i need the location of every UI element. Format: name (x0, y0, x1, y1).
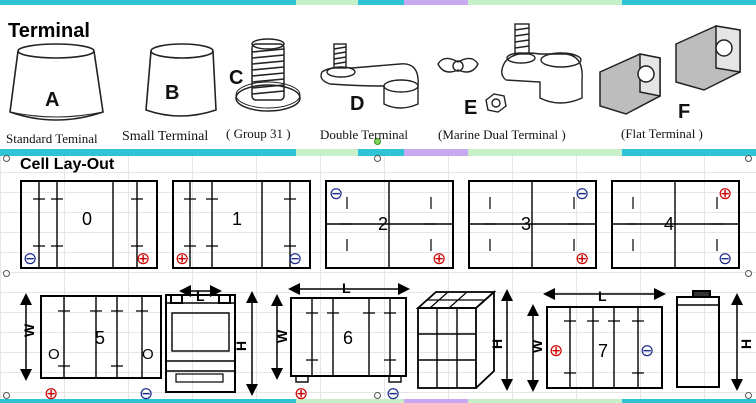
positive-terminal-icon: ⊕ (432, 249, 446, 268)
mid-color-band-purple (404, 149, 468, 156)
terminal-caption-d: Double Terminal (320, 127, 409, 142)
cell-layout-5-width-label: W (21, 323, 37, 337)
cell-layout-5-o-mark: O (142, 346, 154, 363)
positive-terminal-icon: ⊕ (718, 184, 732, 203)
battery-3d-box (415, 289, 513, 391)
top-color-band-green (296, 0, 358, 5)
selection-handle[interactable] (745, 392, 752, 399)
terminal-b-letter: B (165, 82, 179, 104)
negative-terminal-icon: ⊖ (640, 341, 654, 360)
selection-handle[interactable] (3, 392, 10, 399)
terminal-a-letter: A (45, 89, 59, 111)
selection-handle[interactable] (3, 270, 10, 277)
terminal-f-drawing (599, 25, 741, 115)
selection-handle[interactable] (374, 155, 381, 162)
terminal-caption-f: (Flat Terminal ) (621, 126, 703, 141)
cell-layout-7-width-label: W (529, 339, 545, 353)
battery-3d-box-height-label: H (489, 339, 505, 349)
negative-terminal-icon: ⊖ (575, 184, 589, 203)
terminal-d-letter: D (350, 93, 364, 115)
top-color-band-cyan-right (622, 0, 756, 5)
battery-side-view-length-label: L (196, 288, 205, 304)
terminal-caption-e: (Marine Dual Terminal ) (438, 127, 566, 142)
cell-layout-3-number: 3 (521, 214, 531, 234)
cell-layout-5-number: 5 (95, 328, 105, 348)
spreadsheet-grid (0, 152, 756, 403)
cell-layout-5-o-mark: O (48, 346, 60, 363)
terminal-section-title: Terminal (8, 20, 90, 42)
rotate-handle[interactable] (374, 138, 381, 145)
selection-handle[interactable] (3, 155, 10, 162)
negative-terminal-icon: ⊖ (139, 384, 153, 403)
terminal-caption-b: Small Terminal (122, 129, 209, 144)
top-color-band-purple (404, 0, 468, 5)
bottom-color-band-cyan-2 (622, 399, 756, 403)
cell-layout-7 (527, 288, 666, 392)
cell-layout-1 (172, 180, 311, 269)
mid-color-band-green-2 (468, 149, 622, 156)
cell-layout-illustrations: 0 ⊖ ⊕ 1 ⊕ ⊖ 2 ⊖ ⊕ 3 ⊖ ⊕ (20, 180, 754, 403)
battery-end-view-height-label: H (738, 339, 754, 349)
battery-end-view (676, 290, 743, 391)
cell-layout-7-length-label: L (598, 288, 607, 304)
negative-terminal-icon: ⊖ (23, 249, 37, 268)
cell-layout-6-number: 6 (343, 328, 353, 348)
mid-color-band-cyan (0, 149, 296, 156)
terminal-e-drawing (437, 23, 583, 113)
battery-side-view (165, 285, 258, 396)
terminal-illustrations: A B C D (9, 23, 741, 123)
cell-layout-0-number: 0 (82, 209, 92, 229)
positive-terminal-icon: ⊕ (549, 341, 563, 360)
top-color-band-cyan-left (0, 0, 296, 5)
terminal-caption-a: Standard Teminal (6, 131, 98, 146)
positive-terminal-icon: ⊕ (136, 249, 150, 268)
cell-layout-0 (20, 180, 158, 269)
cell-layout-4-number: 4 (664, 214, 674, 234)
cell-layout-2 (325, 180, 454, 269)
negative-terminal-icon: ⊖ (386, 384, 400, 403)
negative-terminal-icon: ⊖ (329, 184, 343, 203)
positive-terminal-icon: ⊕ (575, 249, 589, 268)
terminal-c-drawing (235, 38, 301, 112)
terminal-b-drawing (145, 43, 217, 117)
cell-layout-1-number: 1 (232, 209, 242, 229)
cell-layout-2-number: 2 (378, 214, 388, 234)
cell-layout-6-width-label: W (274, 329, 290, 343)
selection-handle[interactable] (745, 270, 752, 277)
cell-layout-7-number: 7 (598, 341, 608, 361)
mid-color-band-green (296, 149, 358, 156)
bottom-color-band-purple (404, 399, 468, 403)
cell-layout-5 (20, 293, 162, 381)
mid-color-band-cyan-3 (622, 149, 756, 156)
selection-handle[interactable] (374, 392, 381, 399)
bottom-color-band-green-2 (468, 399, 622, 403)
positive-terminal-icon: ⊕ (44, 384, 58, 403)
top-color-band-green-2 (468, 0, 622, 5)
positive-terminal-icon: ⊕ (175, 249, 189, 268)
bottom-color-band-cyan (0, 399, 296, 403)
cell-layout-4 (611, 180, 740, 269)
negative-terminal-icon: ⊖ (718, 249, 732, 268)
top-color-band-cyan-mid (358, 0, 404, 5)
selection-handle[interactable] (745, 155, 752, 162)
bottom-color-band-green (296, 399, 404, 403)
cell-layout-6 (271, 283, 410, 383)
terminal-e-letter: E (464, 97, 477, 119)
cell-layout-3 (468, 180, 597, 269)
cell-layout-6-length-label: L (342, 280, 351, 296)
negative-terminal-icon: ⊖ (288, 249, 302, 268)
terminal-d-drawing (320, 43, 419, 109)
positive-terminal-icon: ⊕ (294, 384, 308, 403)
terminal-f-letter: F (678, 101, 690, 123)
battery-side-view-height-label: H (233, 341, 249, 351)
cell-layout-section-title: Cell Lay-Out (20, 156, 115, 173)
terminal-c-letter: C (229, 67, 243, 89)
terminal-caption-c: ( Group 31 ) (226, 126, 291, 141)
terminal-a-drawing (9, 43, 104, 121)
mid-color-band-cyan-2 (358, 149, 404, 156)
